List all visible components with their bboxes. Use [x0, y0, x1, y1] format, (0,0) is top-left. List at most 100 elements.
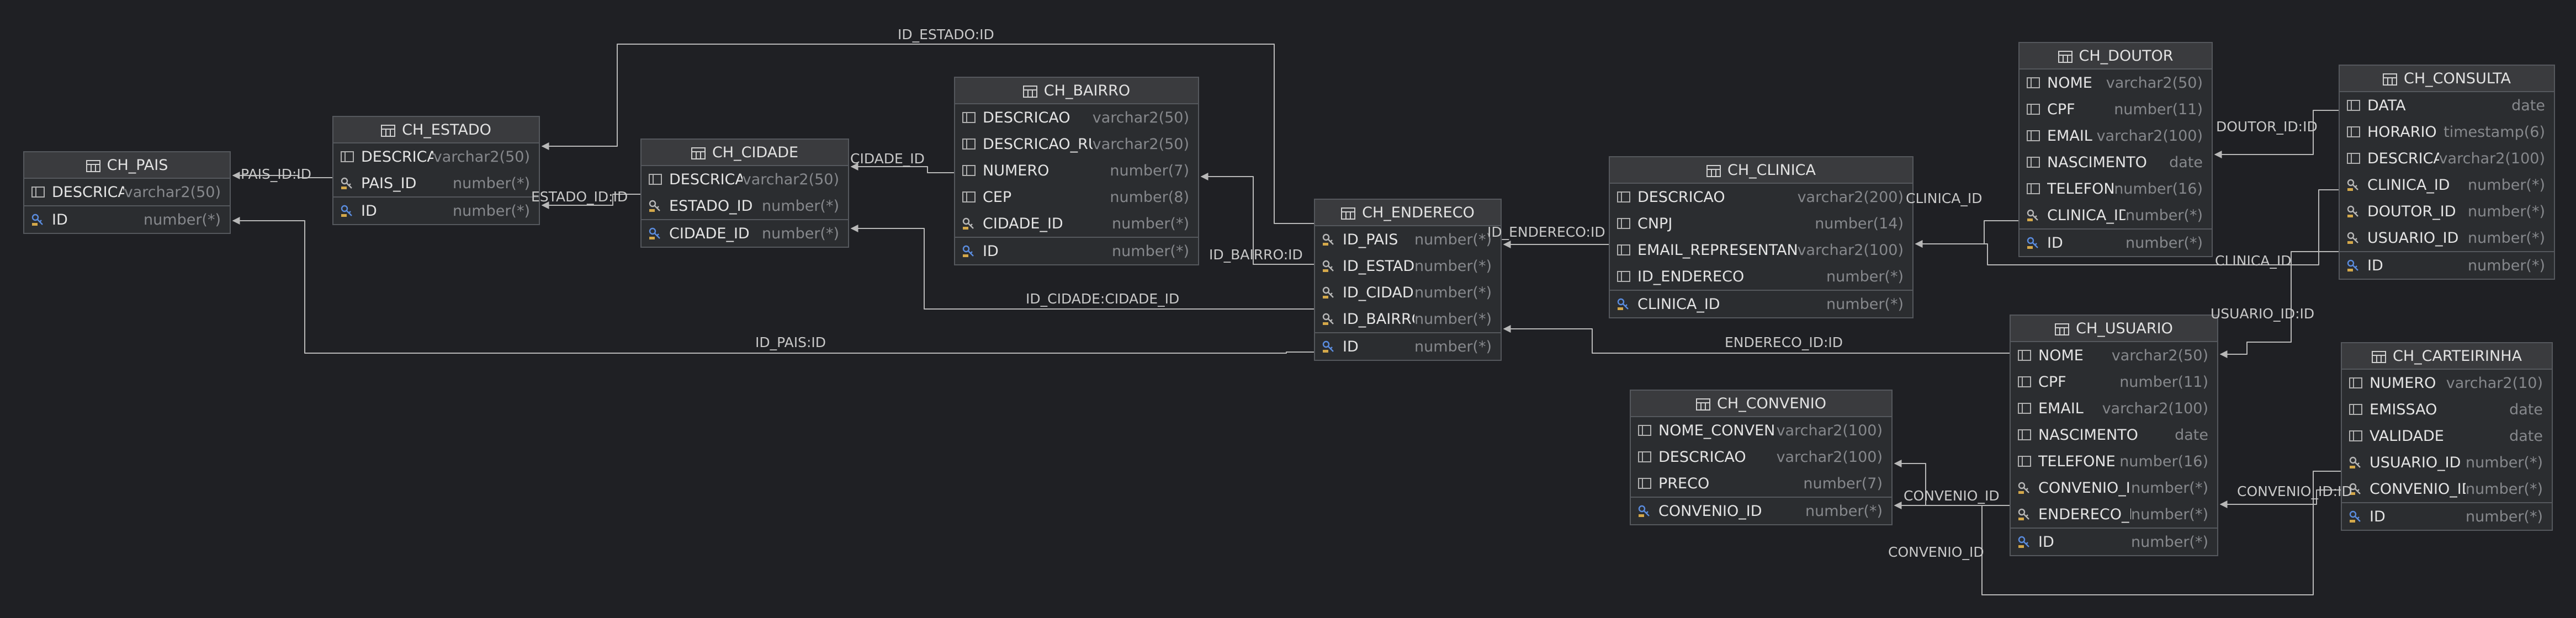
table-icon	[1706, 164, 1721, 177]
entity-header[interactable]: CH_CONSULTA	[2340, 66, 2554, 92]
entity-header[interactable]: CH_ESTADO	[333, 117, 539, 143]
column-row[interactable]: NOME_CONVENIOvarchar2(100)	[1631, 417, 1891, 444]
column-row[interactable]: ID_CIDADEnumber(*)	[1315, 279, 1501, 306]
entity-header[interactable]: CH_BAIRRO	[955, 78, 1198, 104]
entity-header[interactable]: CH_CARTEIRINHA	[2342, 343, 2552, 370]
column-icon	[1637, 450, 1652, 464]
foreign-key-icon	[2346, 204, 2361, 219]
column-name: ID_ENDERECO	[1637, 268, 1745, 285]
column-type: varchar2(100)	[1776, 422, 1883, 439]
entity-header[interactable]: CH_ENDERECO	[1315, 200, 1501, 226]
entity-header[interactable]: CH_DOUTOR	[2020, 43, 2212, 70]
relationship-line[interactable]	[1915, 220, 2018, 248]
primary-key-icon	[340, 204, 354, 218]
entity-header[interactable]: CH_CONVENIO	[1631, 391, 1891, 417]
column-name: USUARIO_ID	[2370, 454, 2461, 471]
column-icon	[2346, 151, 2361, 166]
column-row[interactable]: ID_BAIRROnumber(*)	[1315, 306, 1501, 332]
column-type: number(*)	[1112, 242, 1189, 260]
column-name: EMAIL	[2047, 127, 2092, 145]
column-icon	[2017, 375, 2032, 389]
entity-convenio[interactable]: CH_CONVENIONOME_CONVENIOvarchar2(100)DES…	[1630, 390, 1893, 525]
relationship-line[interactable]	[850, 163, 954, 173]
entity-endereco[interactable]: CH_ENDERECOID_PAISnumber(*)ID_ESTADOnumb…	[1314, 199, 1502, 361]
column-type: varchar2(50)	[2111, 347, 2208, 364]
column-row[interactable]: DESCRICAO_RUAvarchar2(50)	[955, 131, 1198, 157]
column-icon	[2346, 125, 2361, 139]
entity-estado[interactable]: CH_ESTADODESCRICAOvarchar2(50)PAIS_IDnum…	[332, 116, 540, 225]
column-name: TELEFONE	[2047, 180, 2114, 198]
column-icon	[962, 137, 976, 151]
column-type: number(*)	[1414, 284, 1492, 301]
entity-header[interactable]: CH_CLINICA	[1610, 157, 1912, 184]
entity-header[interactable]: CH_USUARIO	[2011, 316, 2217, 342]
relationship-label: ID_BAIRRO:ID	[1209, 247, 1303, 263]
table-icon	[381, 124, 396, 137]
entity-cidade[interactable]: CH_CIDADEDESCRICAOvarchar2(50)ESTADO_IDn…	[640, 138, 849, 248]
entity-header[interactable]: CH_CIDADE	[642, 140, 848, 166]
column-name: ID	[361, 202, 377, 220]
entity-header[interactable]: CH_PAIS	[24, 152, 230, 179]
column-row[interactable]: EMAIL_REPRESENTANTEvarchar2(100)	[1610, 237, 1912, 263]
column-row[interactable]: ID_ESTADOnumber(*)	[1315, 253, 1501, 279]
